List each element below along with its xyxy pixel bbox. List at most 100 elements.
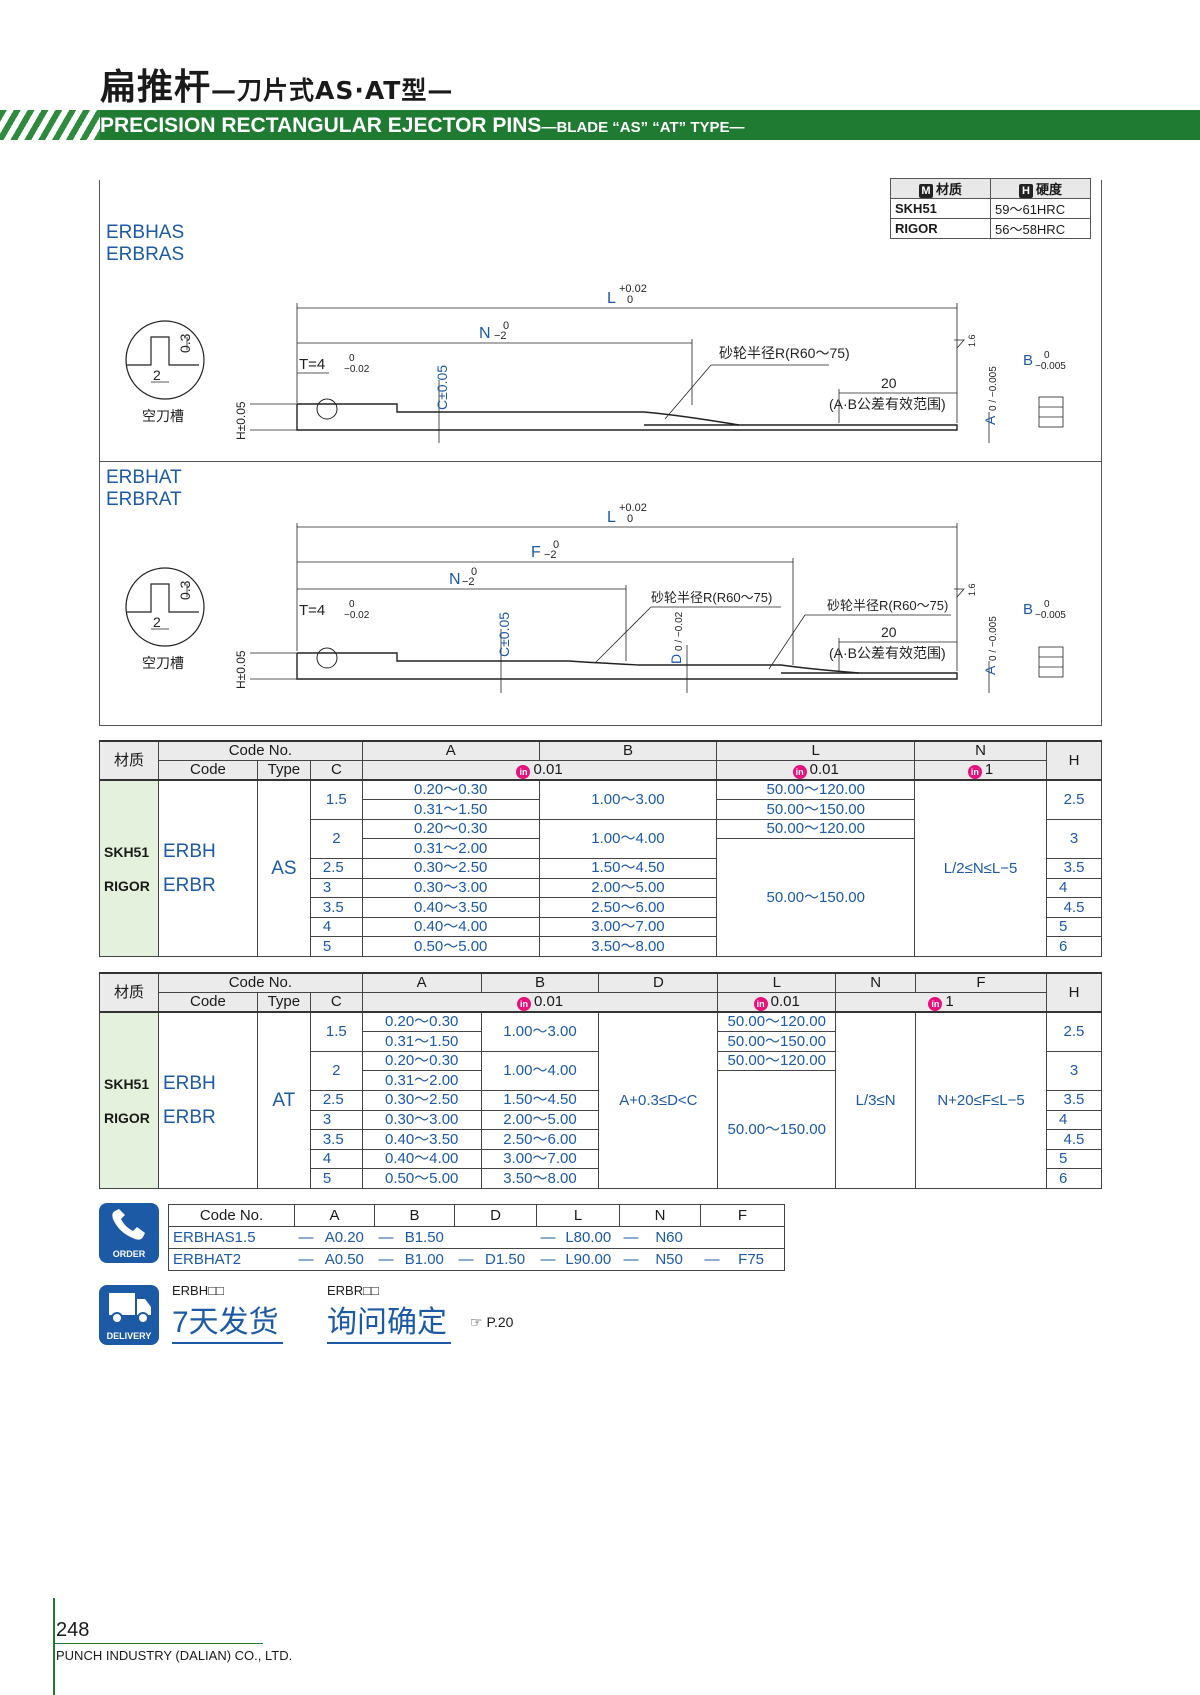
grinding-radius-label: 砂轮半径R(R60～75) bbox=[651, 590, 772, 605]
truck-icon bbox=[109, 1293, 151, 1324]
tolerance-icon: in bbox=[967, 765, 982, 780]
dim-n-label: N bbox=[449, 571, 461, 588]
tolerance-icon: in bbox=[516, 765, 531, 780]
at-relief-detail: 2 0.3 空刀槽 bbox=[125, 567, 205, 671]
dim-l-tol-up: +0.02 bbox=[619, 283, 647, 295]
english-title-sub: —BLADE “AS” “AT” TYPE— bbox=[541, 119, 745, 136]
footer-vline bbox=[53, 1598, 55, 1695]
l-cell: 50.00～150.00 bbox=[716, 838, 916, 958]
b-cell: 1.00～3.00 bbox=[538, 779, 718, 820]
dim-l-tol-up: +0.02 bbox=[619, 502, 647, 514]
hardness-header-text: 硬度 bbox=[1035, 182, 1062, 197]
page-title: 扁推杆—刀片式AS·AT型— bbox=[100, 58, 453, 110]
dim-b-tol-low: −0.005 bbox=[1035, 610, 1066, 621]
order-cell: A0.50 bbox=[320, 1248, 375, 1271]
phone-icon bbox=[112, 1209, 145, 1240]
order-sep: — bbox=[700, 1248, 735, 1271]
material-cell: SKH51 RIGOR bbox=[99, 779, 159, 958]
dim-t-tol-up: 0 bbox=[349, 353, 355, 364]
dim-t-tol-low: −0.02 bbox=[344, 610, 370, 621]
b-cell: 3.50～8.00 bbox=[538, 936, 718, 958]
delivery-code-2: ERBR□□ bbox=[327, 1283, 379, 1298]
dim-l-label: L bbox=[607, 290, 616, 307]
order-sep bbox=[700, 1226, 735, 1249]
a-cell: 0.40～4.00 bbox=[361, 916, 540, 938]
order-example-table: Code No. A B D L N F ERBHAS1.5 — A0.20 —… bbox=[168, 1204, 786, 1271]
relief-width-label: 2 bbox=[153, 367, 161, 383]
order-sep: — bbox=[374, 1226, 401, 1249]
dim-t-tol-up: 0 bbox=[349, 599, 355, 610]
l-cell: 50.00～150.00 bbox=[717, 1070, 837, 1190]
order-col-f: F bbox=[700, 1204, 785, 1227]
code-value: ERBH bbox=[162, 1072, 216, 1094]
order-col-a: A bbox=[294, 1204, 375, 1227]
dim-l-tol-low: 0 bbox=[627, 513, 633, 525]
code-value: ERBR bbox=[162, 874, 216, 896]
c-cell: 1.5 bbox=[309, 1011, 363, 1052]
tol-l-value: 0.01 bbox=[770, 993, 800, 1011]
code-cell: ERBH ERBR bbox=[157, 1011, 258, 1190]
h-cell: 5 bbox=[1046, 916, 1102, 938]
col-a: A bbox=[361, 972, 482, 994]
col-b: B bbox=[480, 972, 600, 994]
code-value: ERBH bbox=[162, 840, 216, 862]
order-sep: — bbox=[536, 1248, 562, 1271]
a-cell: 0.31～2.00 bbox=[361, 838, 540, 860]
delivery-icon-label: DELIVERY bbox=[106, 1331, 152, 1341]
l-cell: 50.00～120.00 bbox=[717, 1011, 837, 1033]
drawing-frame bbox=[99, 180, 1102, 726]
dim-a-tol: 0 / −0.005 bbox=[988, 366, 999, 411]
a-cell: 0.31～1.50 bbox=[361, 799, 540, 820]
f-cell: N+20≤F≤L−5 bbox=[915, 1011, 1047, 1190]
order-col-b: B bbox=[374, 1204, 455, 1227]
a-cell: 0.20～0.30 bbox=[361, 818, 540, 840]
col-h: H bbox=[1045, 971, 1103, 1013]
dim-a-label: A bbox=[982, 665, 998, 675]
dim-n-tol-low: −2 bbox=[494, 330, 507, 342]
as-dim-n-tol: 0 −2 bbox=[494, 320, 509, 342]
c-cell: 2.5 bbox=[309, 858, 363, 879]
col-c: C bbox=[309, 760, 363, 781]
material-cell: RIGOR bbox=[890, 218, 991, 239]
hardness-cell: 56～58HRC bbox=[990, 218, 1091, 239]
n-cell: L/3≤N bbox=[835, 1011, 917, 1190]
dim-d-tol: 0 / −0.02 bbox=[674, 611, 685, 651]
material-header-text: 材质 bbox=[935, 182, 962, 197]
page-reference-link[interactable]: ☞ P.20 bbox=[470, 1314, 514, 1330]
d-cell: A+0.3≤D<C bbox=[598, 1011, 719, 1190]
tol-l-value: 0.01 bbox=[809, 761, 839, 779]
tolerance-icon: in bbox=[753, 997, 768, 1012]
drawing-divider bbox=[100, 461, 1101, 462]
as-relief-detail: 2 0.3 空刀槽 bbox=[125, 320, 205, 424]
h-cell: 6 bbox=[1046, 936, 1102, 958]
a-cell: 0.30～3.00 bbox=[361, 1109, 482, 1131]
c-cell: 4 bbox=[309, 1148, 363, 1170]
series-code: ERBHAS bbox=[106, 222, 185, 243]
a-cell: 0.20～0.30 bbox=[361, 1050, 482, 1072]
col-c: C bbox=[309, 992, 363, 1013]
c-cell: 3.5 bbox=[309, 1129, 363, 1150]
relief-label: 空刀槽 bbox=[142, 408, 184, 424]
dim-h-label: H±0.05 bbox=[234, 650, 248, 689]
h-cell: 4 bbox=[1045, 1109, 1103, 1131]
as-dim-labels-n: N bbox=[479, 325, 491, 342]
order-cell: F75 bbox=[734, 1248, 786, 1271]
order-cell: N50 bbox=[651, 1248, 701, 1271]
order-cell bbox=[734, 1226, 786, 1249]
type-cell: AT bbox=[256, 1011, 311, 1190]
col-material: 材质 bbox=[99, 739, 159, 781]
zone-length-label: 20 bbox=[881, 375, 897, 391]
c-cell: 2 bbox=[309, 818, 363, 860]
b-cell: 3.50～8.00 bbox=[480, 1168, 600, 1190]
title-sub: —刀片式AS·AT型— bbox=[211, 76, 454, 105]
grinding-radius-label: 砂轮半径R(R60～75) bbox=[719, 345, 850, 361]
at-spec-table: 材质 Code No. A B D L N F H Code Type C in… bbox=[99, 971, 1103, 1190]
dim-t-tol-low: −0.02 bbox=[344, 364, 370, 375]
company-name: PUNCH INDUSTRY (DALIAN) CO., LTD. bbox=[56, 1648, 293, 1663]
type-cell: AS bbox=[256, 779, 311, 958]
hardness-mark-icon: H bbox=[1018, 184, 1033, 198]
